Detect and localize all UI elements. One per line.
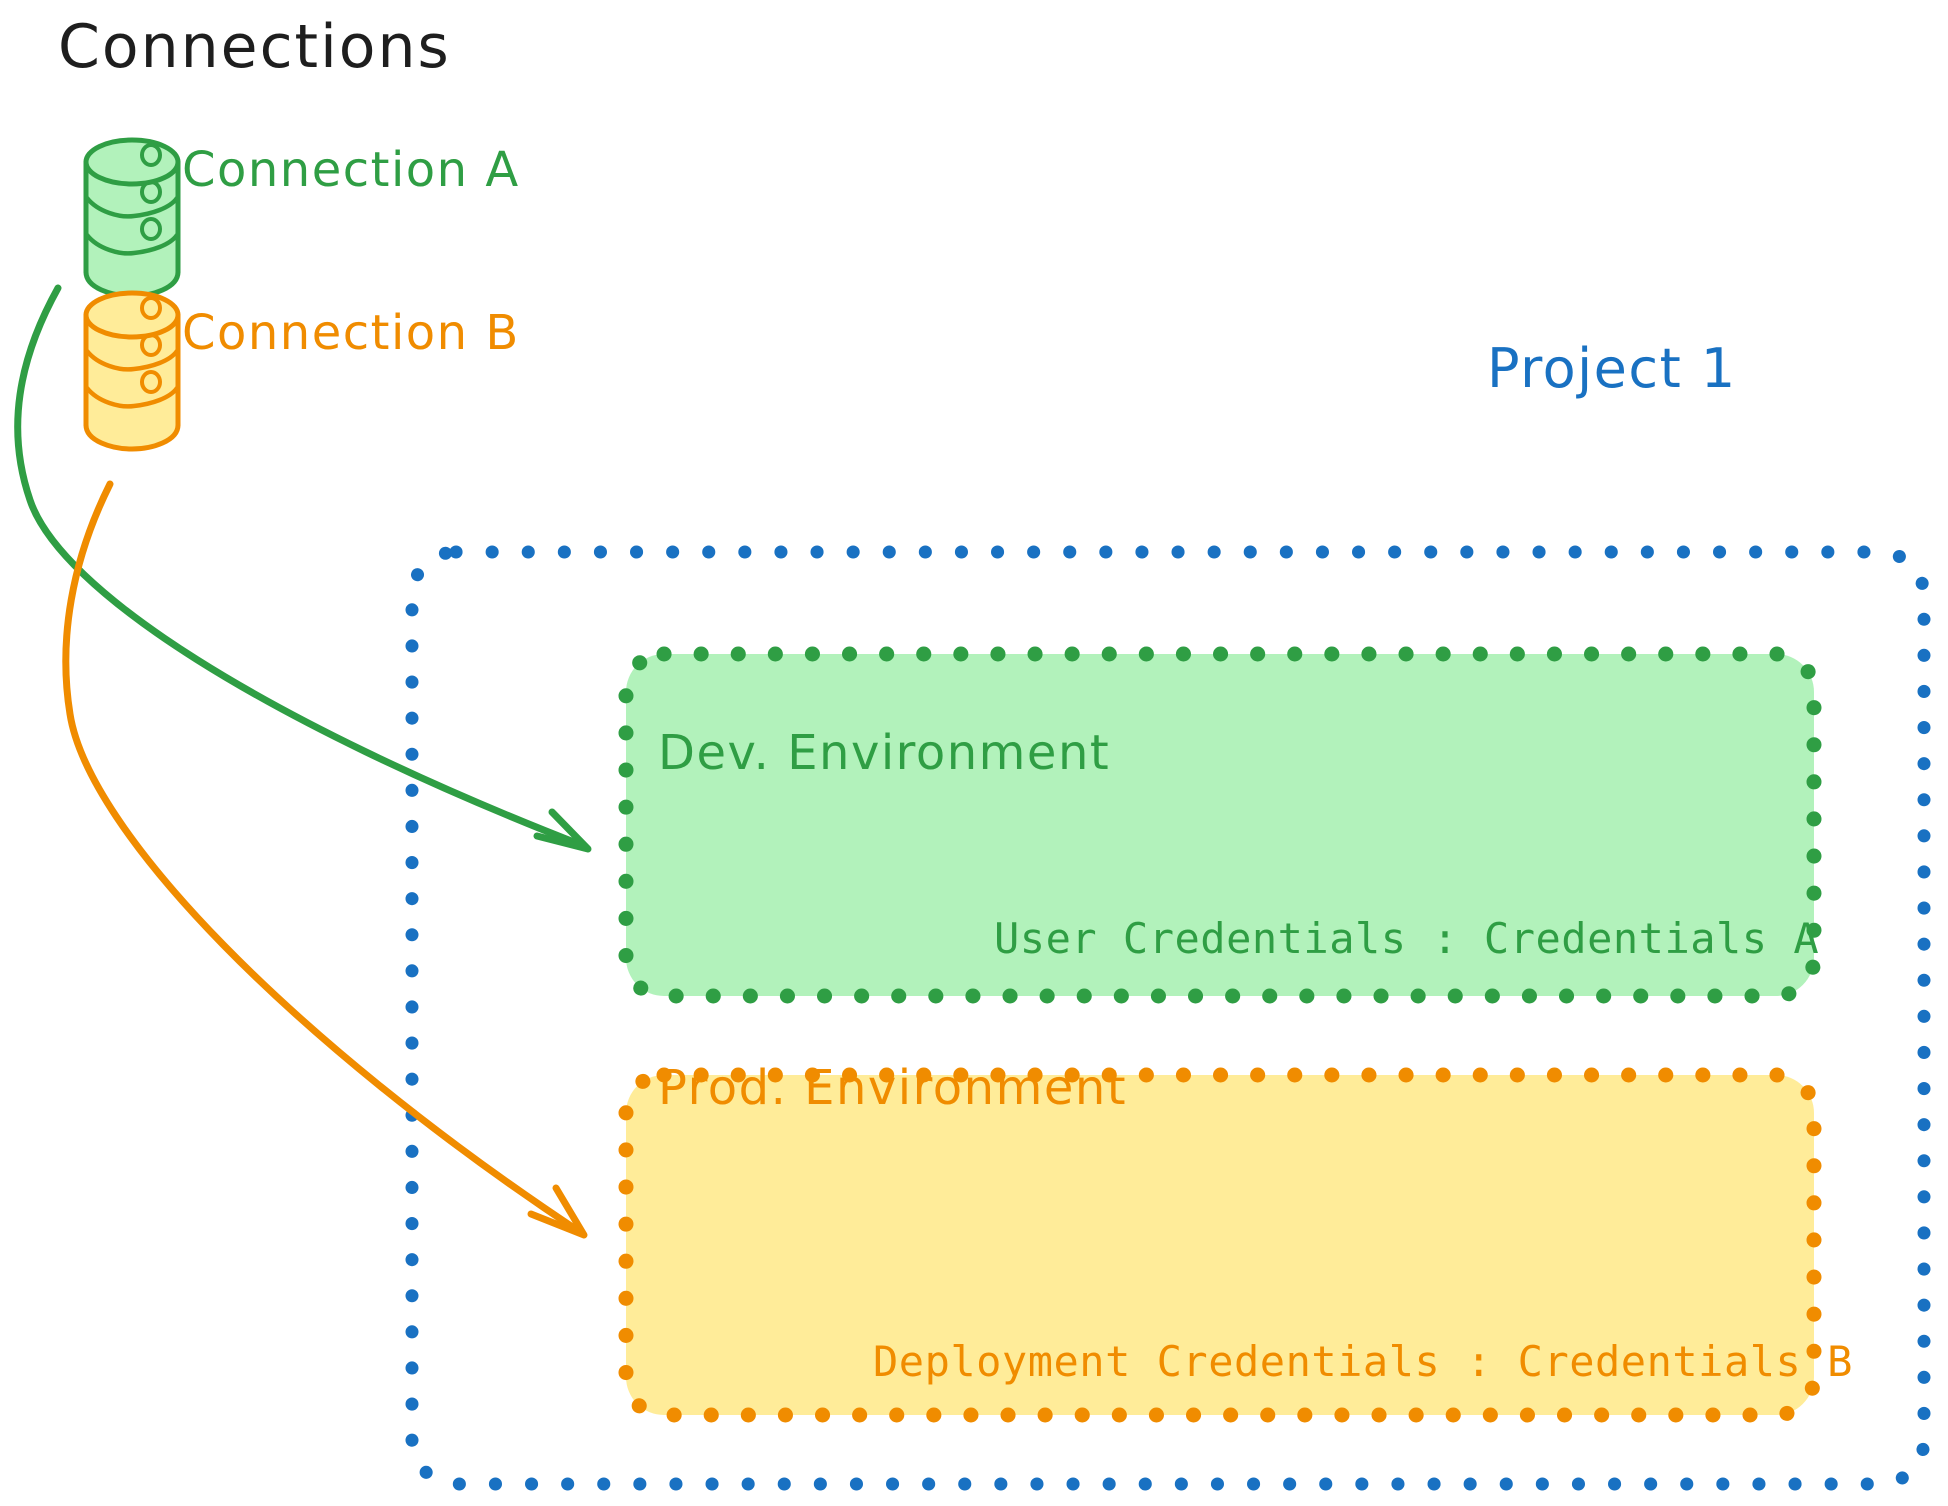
cylinder-a-top-fill <box>86 140 178 184</box>
prod-environment-border <box>618 1067 1822 1423</box>
project-title: Project 1 <box>1487 337 1737 400</box>
cylinder-b-divider-2 <box>84 385 180 409</box>
arrow-connection-a-to-dev <box>14 284 592 853</box>
arrow-green-path <box>14 284 588 850</box>
arrow-green-head <box>533 808 592 853</box>
project-container-border <box>405 545 1931 1491</box>
cylinder-a-led-2 <box>140 180 162 204</box>
connection-a-label[interactable]: Connection A <box>182 142 520 198</box>
database-cylinder-icon-connection-a[interactable] <box>83 137 181 299</box>
cylinder-b-divider-1 <box>84 348 180 372</box>
dev-environment-title: Dev. Environment <box>658 725 1111 781</box>
database-cylinder-icon-connection-b[interactable] <box>83 290 181 452</box>
arrow-orange-path <box>62 480 584 1236</box>
connection-b-label[interactable]: Connection B <box>182 305 520 361</box>
cylinder-b-led-2 <box>140 333 162 357</box>
dev-environment-fill <box>626 654 1814 996</box>
prod-environment-credentials: Deployment Credentials : Credentials B <box>873 1337 1853 1386</box>
project-container[interactable] <box>405 545 1931 1491</box>
dev-environment-credentials: User Credentials : Credentials A <box>994 914 1820 963</box>
cylinder-a-led-3 <box>140 217 162 241</box>
dev-environment-box[interactable] <box>618 646 1822 1004</box>
cylinder-a-divider-1 <box>84 195 180 219</box>
prod-environment-title: Prod. Environment <box>658 1060 1128 1116</box>
page-title: Connections <box>58 12 451 82</box>
arrow-connection-b-to-prod <box>62 480 588 1239</box>
prod-environment-box[interactable] <box>618 1067 1822 1423</box>
cylinder-a-body-fill <box>86 162 178 294</box>
cylinder-b-bottom-arc <box>83 422 181 452</box>
dev-environment-border <box>618 646 1822 1004</box>
cylinder-a-led-1 <box>140 143 162 167</box>
cylinder-a-divider-2 <box>84 232 180 256</box>
cylinder-b-body-fill <box>86 315 178 447</box>
cylinder-b-led-1 <box>140 296 162 320</box>
cylinder-b-led-3 <box>140 370 162 394</box>
prod-environment-fill <box>626 1075 1814 1415</box>
arrow-orange-head <box>527 1184 588 1239</box>
cylinder-b-top-fill <box>86 293 178 337</box>
